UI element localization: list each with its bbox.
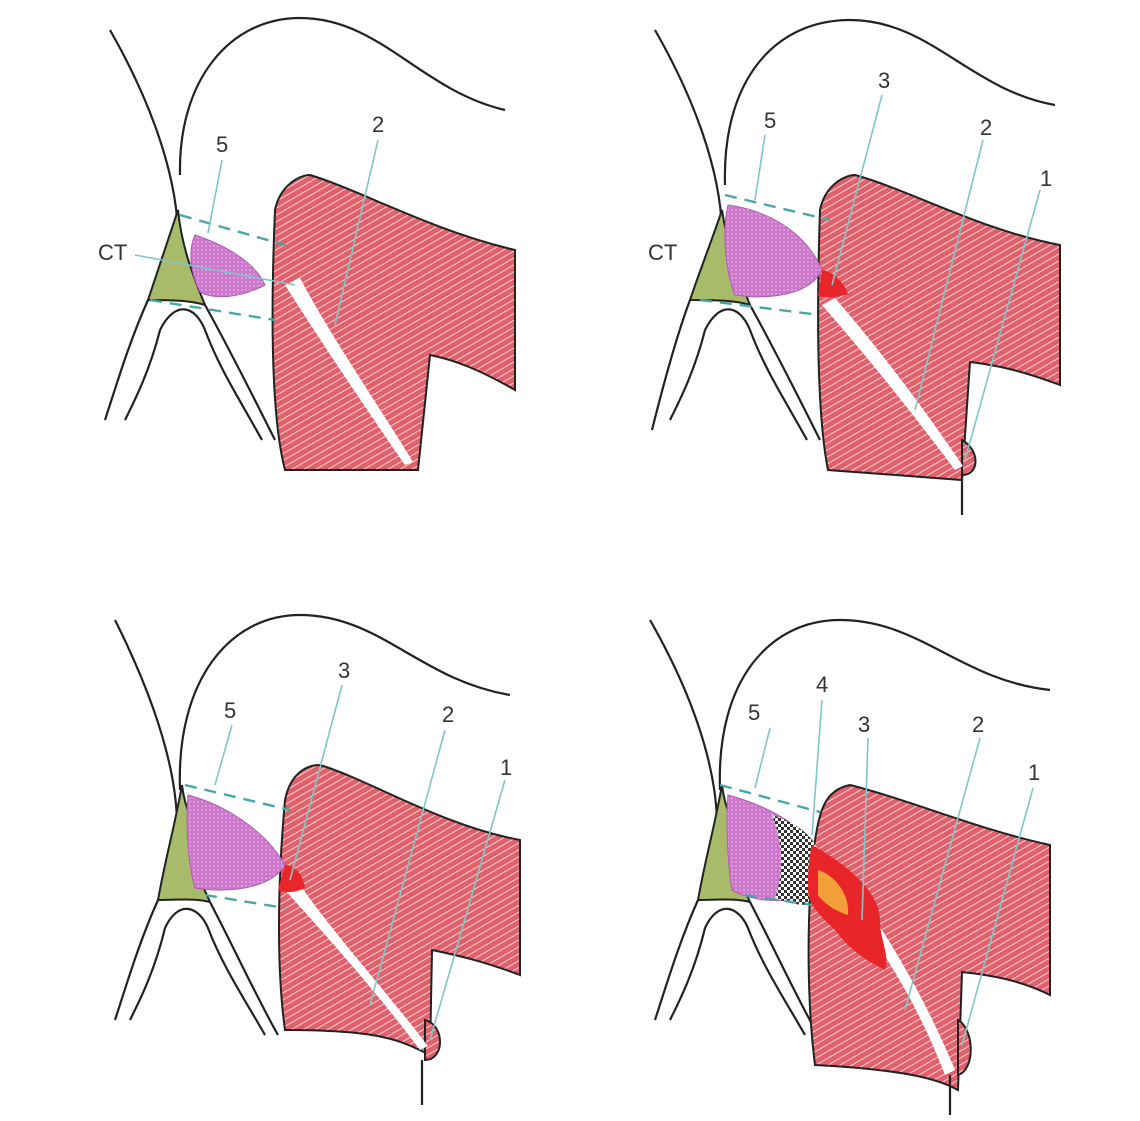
upper-contour: [180, 18, 505, 175]
label-1: 1: [1040, 166, 1052, 191]
left-contour: [655, 30, 722, 230]
panel-3-diagram: 5 3 2 1: [0, 560, 570, 1120]
label-1: 1: [1028, 760, 1040, 785]
bone-contour: [105, 300, 275, 440]
label-3: 3: [858, 712, 870, 737]
panel-4: 5 4 3 2 1: [550, 560, 1120, 1120]
bone-contour: [652, 300, 820, 440]
muscle-1: [425, 1020, 440, 1060]
leader-5: [208, 160, 222, 233]
label-5: 5: [216, 132, 228, 157]
panel-2-diagram: 5 CT 3 2 1: [550, 0, 1120, 560]
panel-2: 5 CT 3 2 1: [550, 0, 1120, 560]
label-2: 2: [442, 702, 454, 727]
region-5: [187, 795, 285, 890]
leader-5: [755, 728, 770, 788]
muscle-1: [958, 1020, 971, 1075]
bone-contour: [115, 900, 278, 1035]
leader-5: [215, 725, 232, 785]
label-5: 5: [764, 108, 776, 133]
region-5: [191, 235, 265, 297]
panel-1: 5 CT 2: [0, 0, 570, 560]
label-2: 2: [372, 112, 384, 137]
leader-5: [755, 135, 765, 200]
upper-contour: [720, 620, 1050, 790]
dash-lower: [205, 895, 285, 908]
label-ct: CT: [648, 240, 677, 265]
panel-1-diagram: 5 CT 2: [0, 0, 570, 560]
label-3: 3: [338, 658, 350, 683]
label-3: 3: [878, 68, 890, 93]
label-2: 2: [972, 712, 984, 737]
left-contour: [650, 620, 717, 820]
label-ct: CT: [98, 240, 127, 265]
label-5: 5: [224, 698, 236, 723]
label-1: 1: [500, 755, 512, 780]
region-5: [725, 205, 822, 297]
upper-contour: [725, 20, 1055, 185]
muscle-2: [272, 175, 515, 470]
label-2: 2: [980, 115, 992, 140]
bone-contour: [655, 900, 818, 1035]
panel-4-diagram: 5 4 3 2 1: [550, 560, 1120, 1120]
panel-3: 5 3 2 1: [0, 560, 570, 1120]
label-4: 4: [816, 672, 828, 697]
left-contour: [110, 30, 178, 230]
left-contour: [115, 620, 177, 820]
label-5: 5: [748, 700, 760, 725]
